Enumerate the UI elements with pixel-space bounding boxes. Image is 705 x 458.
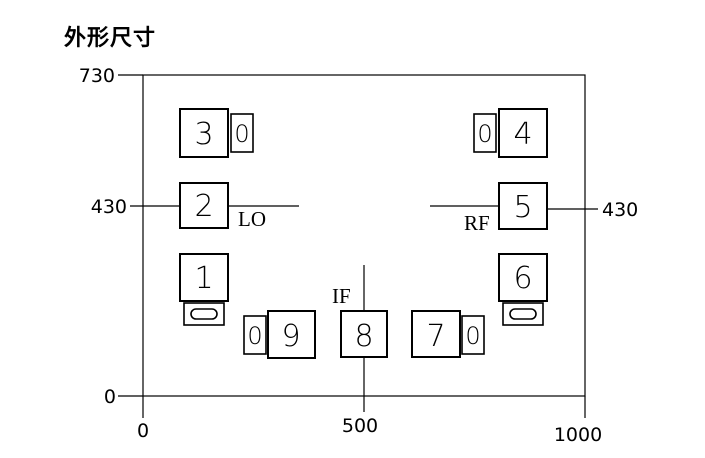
- svg-text:5: 5: [513, 190, 532, 225]
- pin-1: 1: [179, 253, 229, 302]
- slot-7: 0: [461, 315, 485, 355]
- pin-3: 3: [179, 108, 229, 158]
- svg-text:2: 2: [194, 189, 213, 224]
- svg-text:0: 0: [247, 322, 262, 350]
- pin-8: 8: [340, 310, 388, 358]
- port-lo-label: LO: [238, 207, 266, 231]
- slot-1: [183, 302, 225, 326]
- pin-9: 9: [267, 310, 316, 359]
- svg-text:1: 1: [194, 261, 213, 296]
- pin-4: 4: [498, 108, 548, 158]
- y-label-right-mid: 430: [602, 199, 638, 221]
- pin-5: 5: [498, 182, 548, 230]
- svg-text:3: 3: [194, 117, 213, 152]
- y-label-top: 730: [79, 65, 115, 87]
- slot-3: 0: [230, 113, 254, 153]
- y-label-mid: 430: [91, 196, 127, 218]
- svg-text:8: 8: [354, 319, 373, 354]
- pin-2: 2: [179, 182, 229, 229]
- port-rf-label: RF: [464, 211, 490, 235]
- x-label-left: 0: [137, 420, 149, 442]
- slot-6: [502, 302, 544, 326]
- pin-7: 7: [411, 310, 461, 358]
- svg-text:6: 6: [513, 261, 532, 296]
- svg-text:9: 9: [281, 319, 300, 354]
- svg-text:7: 7: [426, 319, 445, 354]
- svg-text:0: 0: [234, 120, 249, 148]
- slot-4: 0: [473, 113, 497, 153]
- pin-6: 6: [498, 253, 548, 302]
- svg-text:4: 4: [513, 117, 532, 152]
- y-label-bottom: 0: [104, 386, 116, 408]
- port-if-label: IF: [332, 284, 351, 308]
- svg-text:0: 0: [465, 322, 480, 350]
- x-label-mid: 500: [342, 415, 378, 437]
- page-title: 外形尺寸: [64, 26, 157, 51]
- slot-9: 0: [243, 315, 267, 355]
- x-label-right: 1000: [554, 424, 602, 446]
- svg-text:0: 0: [477, 120, 492, 148]
